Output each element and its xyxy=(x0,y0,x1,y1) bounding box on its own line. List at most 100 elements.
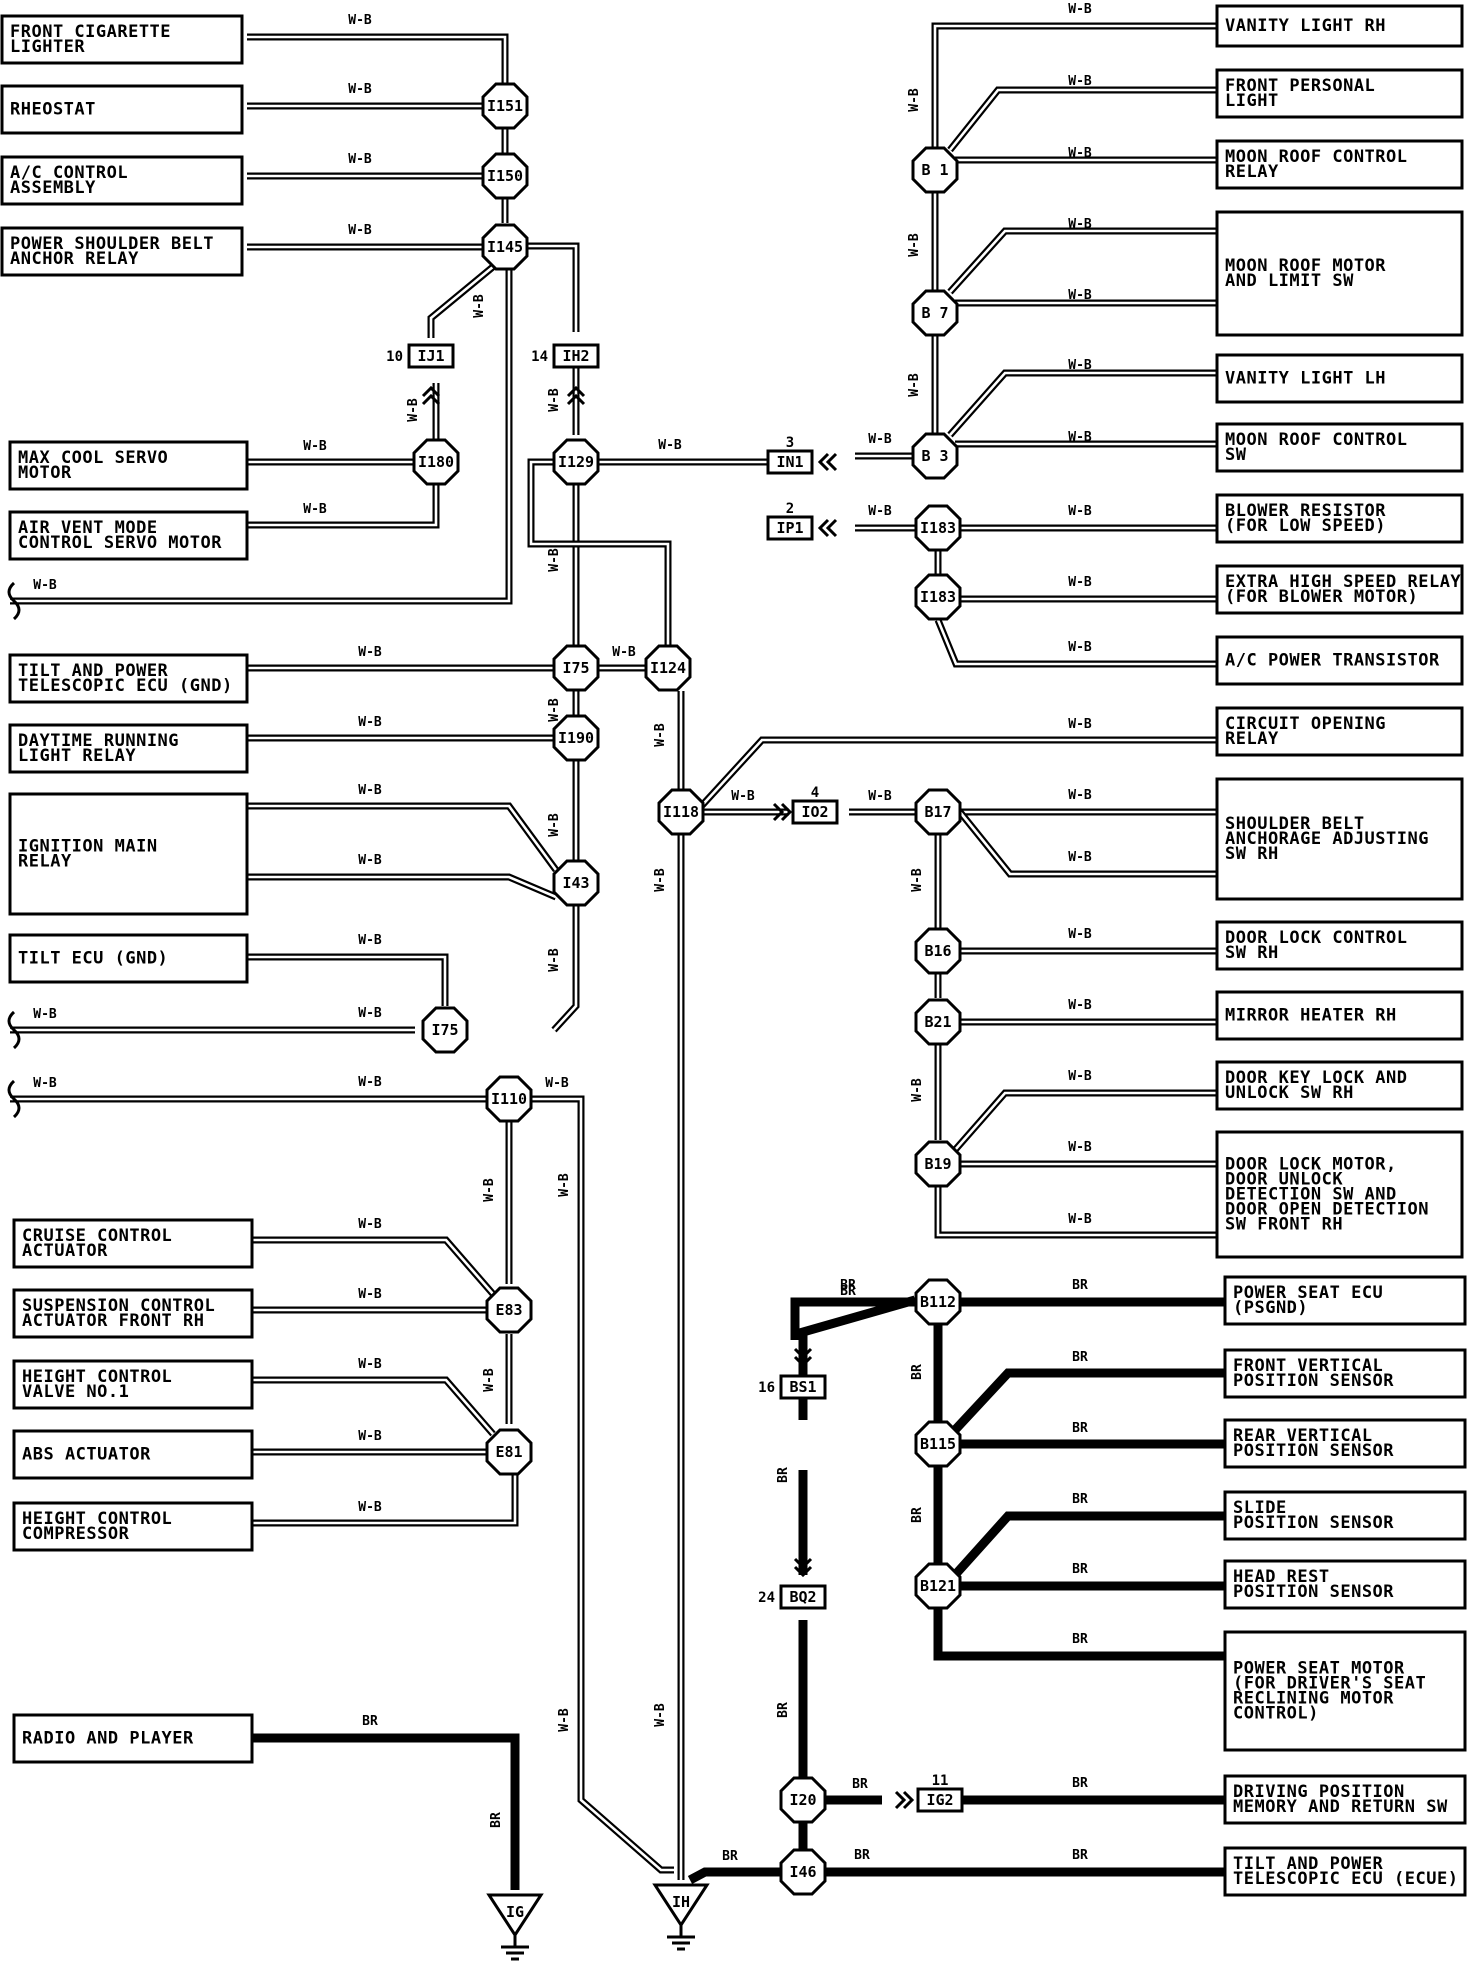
junction-connector xyxy=(911,146,959,194)
component-label: EXTRA HIGH SPEED RELAY xyxy=(1225,572,1461,592)
wire-label-wb: W-B xyxy=(358,1357,382,1372)
component-label: RADIO AND PLAYER xyxy=(22,1729,194,1749)
junction-label: I75 xyxy=(562,659,589,677)
component-label: ACTUATOR FRONT RH xyxy=(22,1311,205,1331)
connector-arrow xyxy=(421,385,441,406)
junction-connector xyxy=(481,223,529,271)
component-box xyxy=(1215,353,1464,404)
wb-wire xyxy=(957,809,1225,878)
component-label: MAX COOL SERVO xyxy=(18,448,168,468)
junction-connector xyxy=(914,1420,962,1468)
component-label: ACTUATOR xyxy=(22,1241,108,1261)
component-label: LIGHTER xyxy=(10,37,85,57)
component-label: CIRCUIT OPENING xyxy=(1225,714,1386,734)
wire-label-wb: W-B xyxy=(1068,217,1092,232)
component-label: CRUISE CONTROL xyxy=(22,1226,172,1246)
junction-label: I75 xyxy=(431,1021,458,1039)
ground-symbol xyxy=(652,1883,710,1928)
junction-connector xyxy=(911,289,959,337)
component-box xyxy=(12,1288,254,1339)
br-wire xyxy=(687,1867,780,1884)
wire-label-wb: W-B xyxy=(1068,288,1092,303)
wire-label-wb: W-B xyxy=(547,548,562,572)
component-label: AIR VENT MODE xyxy=(18,518,158,538)
wire-label-wb: W-B xyxy=(1068,640,1092,655)
junction-label: B 7 xyxy=(921,304,948,322)
junction-connector xyxy=(552,859,600,907)
component-label: DRIVING POSITION xyxy=(1233,1782,1405,1802)
wire-label-wb: W-B xyxy=(1068,575,1092,590)
component-box xyxy=(1215,920,1464,971)
connector-arrow xyxy=(817,518,838,538)
in-line-connector xyxy=(766,449,814,475)
junction-label: B19 xyxy=(924,1155,951,1173)
ground-label: IG xyxy=(506,1903,524,1921)
wire-label-wb: W-B xyxy=(653,868,668,892)
junction-connector xyxy=(914,927,962,975)
wire-label-wb: W-B xyxy=(547,698,562,722)
component-label: DOOR KEY LOCK AND xyxy=(1225,1068,1408,1088)
wire-label-wb: W-B xyxy=(653,1703,668,1727)
connector-pin: 11 xyxy=(932,1773,949,1789)
component-label: MOON ROOF CONTROL xyxy=(1225,430,1408,450)
wire-label-wb: W-B xyxy=(358,783,382,798)
wire-label-wb: W-B xyxy=(547,813,562,837)
component-label: DOOR LOCK CONTROL xyxy=(1225,928,1408,948)
junction-label: B115 xyxy=(920,1435,956,1453)
junction-label: I180 xyxy=(418,453,454,471)
wire-label-wb: W-B xyxy=(868,789,892,804)
component-label: TELESCOPIC ECU (GND) xyxy=(18,676,233,696)
wb-wire-core xyxy=(429,264,495,338)
component-label: HEAD REST xyxy=(1233,1567,1330,1587)
wb-wire-core xyxy=(695,738,1225,813)
junction-connector xyxy=(914,1562,962,1610)
wb-wire-core xyxy=(933,24,1225,150)
wire-label-wb: W-B xyxy=(348,152,372,167)
br-wire xyxy=(790,1297,915,1340)
component-box xyxy=(1215,4,1464,48)
connector-label: IJ1 xyxy=(417,347,444,365)
wire-label-br: BR xyxy=(910,1507,925,1523)
component-box xyxy=(8,792,249,916)
wire-label-wb: W-B xyxy=(482,1178,497,1202)
component-label: CONTROL SERVO MOTOR xyxy=(18,533,222,553)
junction-label: I43 xyxy=(562,874,589,892)
component-label: FRONT VERTICAL xyxy=(1233,1356,1383,1376)
wire-label-wb: W-B xyxy=(358,1075,382,1090)
component-label: POWER SEAT MOTOR xyxy=(1233,1659,1405,1679)
junction-label: B 1 xyxy=(921,161,948,179)
junction-connector xyxy=(914,573,962,621)
connector-arrow xyxy=(793,1557,813,1578)
component-label: POSITION SENSOR xyxy=(1233,1371,1394,1391)
in-line-connector xyxy=(779,1584,827,1610)
wire-label-wb: W-B xyxy=(348,223,372,238)
wb-wire xyxy=(247,873,558,901)
wire-label-br: BR xyxy=(489,1812,504,1828)
wire-label-wb: W-B xyxy=(1068,358,1092,373)
connector-label: BS1 xyxy=(789,1378,816,1396)
junction-label: B16 xyxy=(924,942,951,960)
wire-label-wb: W-B xyxy=(303,439,327,454)
wire-label-wb: W-B xyxy=(547,948,562,972)
component-box xyxy=(1215,1060,1464,1111)
wire-label-wb: W-B xyxy=(545,1076,569,1091)
junction-label: I118 xyxy=(663,803,699,821)
wb-wire xyxy=(253,1236,496,1297)
component-label: RELAY xyxy=(1225,162,1279,182)
junction-label: I124 xyxy=(650,659,686,677)
component-label: UNLOCK SW RH xyxy=(1225,1083,1354,1103)
component-box xyxy=(0,14,244,65)
junction-connector xyxy=(644,644,692,692)
component-label: (PSGND) xyxy=(1233,1298,1308,1318)
wire-label-br: BR xyxy=(1072,1848,1088,1863)
connector-arrow xyxy=(566,385,586,406)
component-label: ANCHOR RELAY xyxy=(10,249,139,269)
junction-label: I183 xyxy=(920,519,956,537)
wire-label-wb: W-B xyxy=(1068,927,1092,942)
component-box xyxy=(8,653,249,704)
junction-connector xyxy=(911,432,959,480)
wire-label-wb: W-B xyxy=(612,645,636,660)
wire-label-wb: W-B xyxy=(1068,2,1092,17)
component-box xyxy=(1215,139,1464,190)
